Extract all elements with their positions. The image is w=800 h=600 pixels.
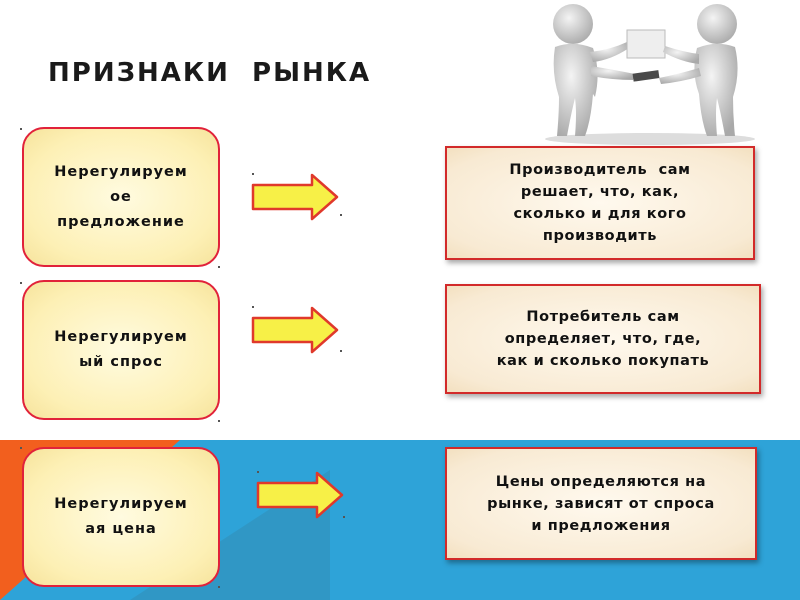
feature-label-supply: Нерегулируем ое предложение	[54, 163, 188, 230]
selection-dot	[218, 266, 220, 268]
selection-dot	[20, 447, 22, 449]
description-box-consumer: Потребитель сам определяет, что, где, ка…	[445, 284, 761, 394]
selection-dot	[20, 282, 22, 284]
selection-dot	[343, 516, 345, 518]
feature-label-price: Нерегулируем ая цена	[54, 496, 188, 537]
feature-label-demand: Нерегулируем ый спрос	[54, 329, 188, 370]
right-arrow-icon	[251, 306, 339, 354]
selection-dot	[257, 471, 259, 473]
right-arrow-icon	[256, 471, 344, 519]
description-text-consumer: Потребитель сам определяет, что, где, ка…	[496, 309, 710, 369]
two-figures-exchanging-box-icon	[545, 4, 755, 145]
description-box-price: Цены определяются на рынке, зависят от с…	[445, 447, 757, 560]
selection-dot	[218, 586, 220, 588]
feature-box-supply: Нерегулируем ое предложение	[22, 127, 220, 267]
selection-dot	[252, 306, 254, 308]
selection-dot	[252, 173, 254, 175]
description-text-price: Цены определяются на рынке, зависят от с…	[487, 473, 715, 534]
feature-box-demand: Нерегулируем ый спрос	[22, 280, 220, 420]
slide-title: ПРИЗНАКИ РЫНКА	[48, 58, 372, 88]
selection-dot	[340, 214, 342, 216]
description-box-producer: Производитель сам решает, что, как, скол…	[445, 146, 755, 260]
selection-dot	[340, 350, 342, 352]
description-text-producer: Производитель сам решает, что, как, скол…	[509, 162, 691, 244]
selection-dot	[20, 128, 22, 130]
selection-dot	[218, 420, 220, 422]
right-arrow-icon	[251, 173, 339, 221]
feature-box-price: Нерегулируем ая цена	[22, 447, 220, 587]
